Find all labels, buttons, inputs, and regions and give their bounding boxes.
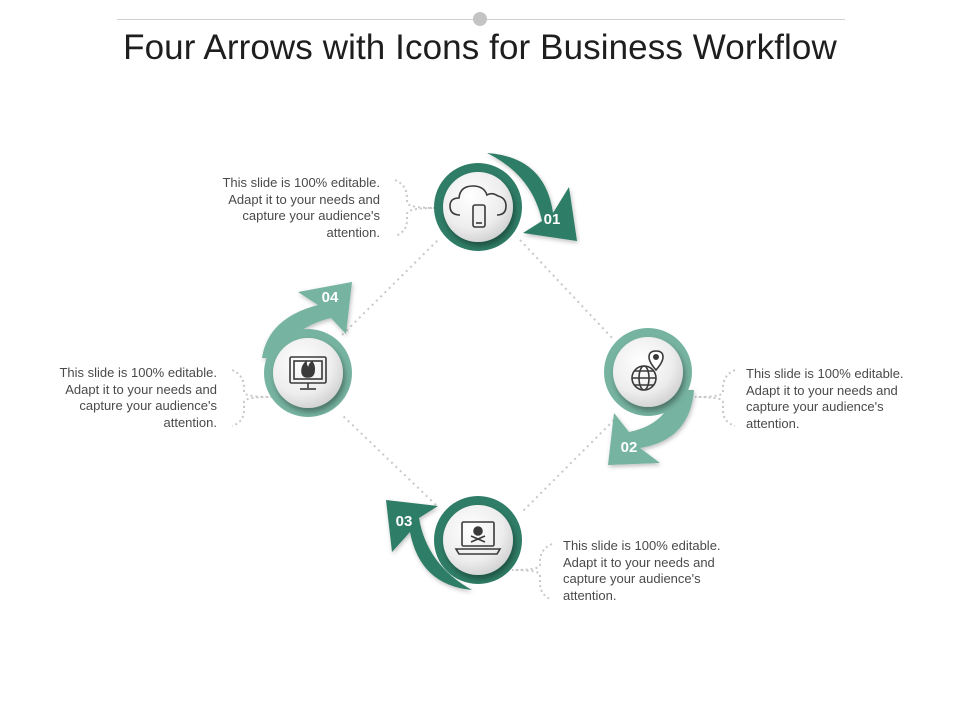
step-number-04: 04 xyxy=(322,289,339,306)
button-03 xyxy=(443,505,513,575)
step-03: 03 xyxy=(386,496,522,590)
connector-02-03 xyxy=(521,419,615,513)
connector-04-01 xyxy=(341,237,441,336)
bracket-02 xyxy=(694,369,736,427)
top-divider-dot xyxy=(473,12,487,26)
bracket-03 xyxy=(511,543,553,601)
step-02: 02 xyxy=(604,328,694,465)
step-04: 04 xyxy=(262,282,352,417)
step-number-01: 01 xyxy=(544,211,561,228)
step-01-description: This slide is 100% editable. Adapt it to… xyxy=(222,175,380,240)
step-02-description: This slide is 100% editable. Adapt it to… xyxy=(746,366,904,431)
slide-title: Four Arrows with Icons for Business Work… xyxy=(123,28,837,67)
step-number-03: 03 xyxy=(396,513,413,530)
arrow-02 xyxy=(608,390,694,465)
connector-03-04 xyxy=(341,414,437,506)
step-number-02: 02 xyxy=(621,439,638,456)
monitor-fire-icon xyxy=(289,356,327,390)
cloud-mobile-icon xyxy=(449,185,507,228)
laptop-skull-icon xyxy=(454,521,502,555)
step-04-description: This slide is 100% editable. Adapt it to… xyxy=(59,365,217,430)
arrow-01 xyxy=(487,153,577,241)
bracket-01 xyxy=(394,179,436,237)
globe-location-pin-icon xyxy=(631,350,664,391)
arrow-03 xyxy=(386,500,472,590)
step-03-description: This slide is 100% editable. Adapt it to… xyxy=(563,538,721,603)
connector-lines xyxy=(341,237,615,513)
step-01: 01 xyxy=(434,153,577,251)
connector-01-02 xyxy=(519,239,615,341)
